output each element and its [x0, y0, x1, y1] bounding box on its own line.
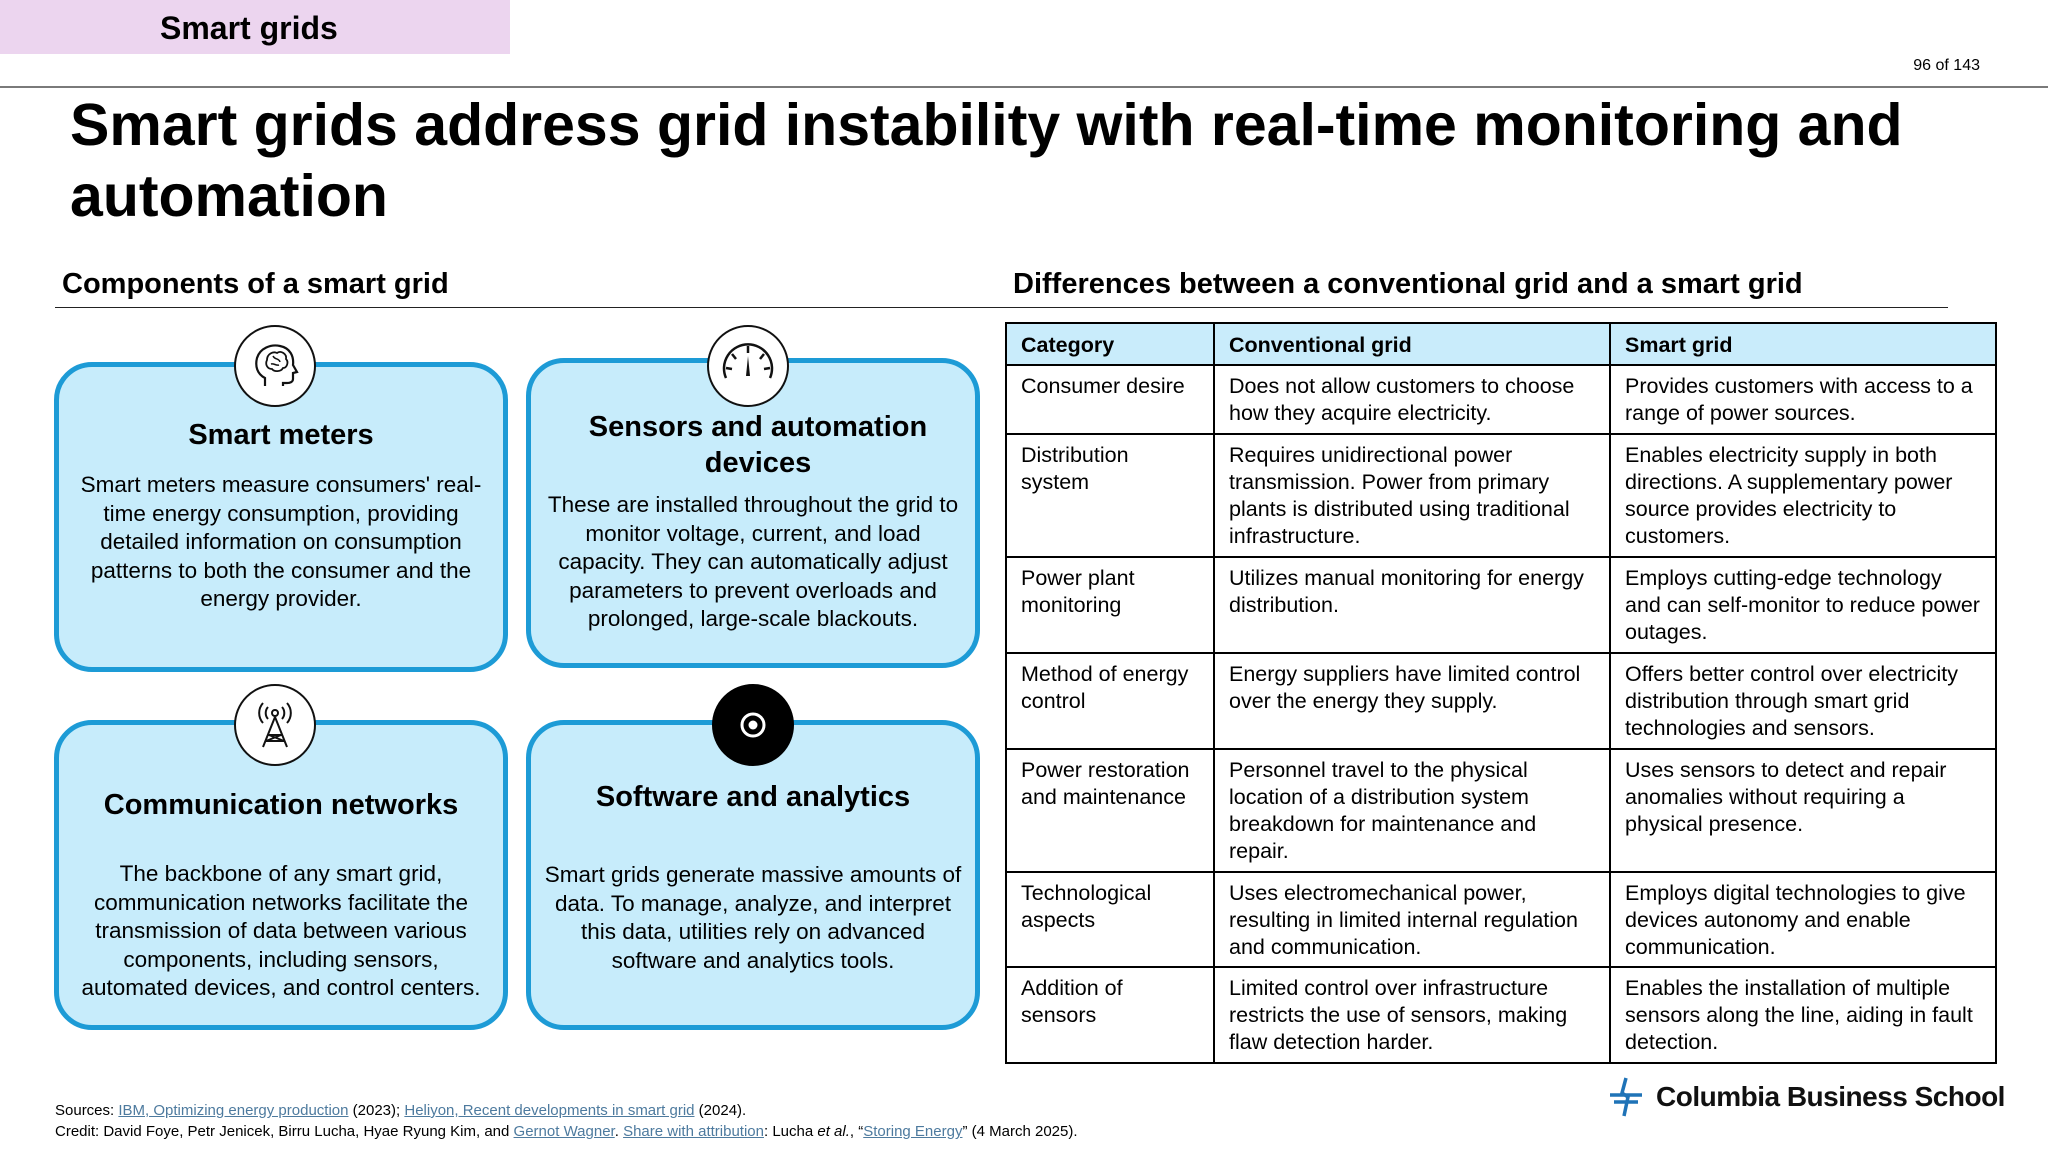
- table-cell: Technological aspects: [1005, 871, 1215, 968]
- table-cell: Power restoration and maintenance: [1005, 748, 1215, 873]
- table-header-row: Category Conventional grid Smart grid: [1005, 322, 1997, 366]
- brain-head-icon: [234, 325, 316, 407]
- source-link-heliyon[interactable]: Heliyon, Recent developments in smart gr…: [404, 1102, 695, 1119]
- page-number: 96 of 143: [1913, 57, 1980, 74]
- column-header: Conventional grid: [1213, 322, 1611, 366]
- table-cell: Limited control over infrastructure rest…: [1213, 966, 1611, 1064]
- sources-credit: Sources: IBM, Optimizing energy producti…: [55, 1100, 1078, 1142]
- slide-title: Smart grids address grid instability wit…: [70, 92, 1903, 229]
- card-communication-networks: Communication networks The backbone of a…: [54, 720, 508, 1030]
- card-body: Smart meters measure consumers' real-tim…: [80, 472, 482, 611]
- share-link[interactable]: Share with attribution: [623, 1123, 764, 1140]
- credit-text: .: [614, 1123, 624, 1140]
- table-cell: Employs digital technologies to give dev…: [1609, 871, 1997, 968]
- source-link-ibm[interactable]: IBM, Optimizing energy production: [118, 1102, 349, 1119]
- table-cell: Provides customers with access to a rang…: [1609, 364, 1997, 435]
- table-cell: Method of energy control: [1005, 652, 1215, 750]
- table-row: Method of energy control Energy supplier…: [1005, 652, 1997, 750]
- comparison-table: Category Conventional grid Smart grid Co…: [1005, 322, 1997, 1064]
- source-year: (2023);: [348, 1102, 405, 1119]
- card-software-analytics: Software and analytics Smart grids gener…: [526, 720, 980, 1030]
- crown-icon: [1610, 1077, 1642, 1117]
- table-cell: Requires unidirectional power transmissi…: [1213, 433, 1611, 558]
- gauge-icon: [707, 325, 789, 407]
- sources-line: Sources: IBM, Optimizing energy producti…: [55, 1100, 1078, 1121]
- credit-line: Credit: David Foye, Petr Jenicek, Birru …: [55, 1121, 1078, 1142]
- differences-heading: Differences between a conventional grid …: [1013, 268, 1803, 300]
- table-cell: Does not allow customers to choose how t…: [1213, 364, 1611, 435]
- table-cell: Employs cutting-edge technology and can …: [1609, 556, 1997, 654]
- table-cell: Enables electricity supply in both direc…: [1609, 433, 1997, 558]
- logo-text: Columbia Business School: [1656, 1081, 2005, 1112]
- table-cell: Uses sensors to detect and repair anomal…: [1609, 748, 1997, 873]
- table-cell: Addition of sensors: [1005, 966, 1215, 1064]
- table-cell: Uses electromechanical power, resulting …: [1213, 871, 1611, 968]
- target-icon: [712, 684, 794, 766]
- table-cell: Personnel travel to the physical locatio…: [1213, 748, 1611, 873]
- card-title: Smart meters: [188, 419, 374, 451]
- components-heading: Components of a smart grid: [62, 268, 449, 300]
- columbia-logo: Columbia Business School: [1604, 1075, 2005, 1119]
- column-header: Smart grid: [1609, 322, 1997, 366]
- storing-energy-link[interactable]: Storing Energy: [863, 1123, 963, 1140]
- credit-text: ” (4 March 2025).: [962, 1123, 1078, 1140]
- credit-text: et al.: [817, 1123, 850, 1140]
- table-row: Technological aspects Uses electromechan…: [1005, 871, 1997, 968]
- table-row: Consumer desire Does not allow customers…: [1005, 364, 1997, 435]
- card-smart-meters: Smart meters Smart meters measure consum…: [54, 362, 508, 672]
- card-body: Smart grids generate massive amounts of …: [544, 862, 962, 973]
- section-tab: Smart grids: [0, 0, 510, 54]
- table-row: Distribution system Requires unidirectio…: [1005, 433, 1997, 558]
- table-cell: Offers better control over electricity d…: [1609, 652, 1997, 750]
- card-title: Sensors and automation devices: [588, 411, 928, 479]
- section-divider: [55, 307, 1948, 308]
- table-cell: Consumer desire: [1005, 364, 1215, 435]
- credit-text: , “: [849, 1123, 864, 1140]
- sources-label: Sources:: [55, 1102, 119, 1119]
- table-cell: Enables the installation of multiple sen…: [1609, 966, 1997, 1064]
- header-divider: [0, 86, 2048, 88]
- table-cell: Power plant monitoring: [1005, 556, 1215, 654]
- card-title: Communication networks: [103, 789, 459, 821]
- column-header: Category: [1005, 322, 1215, 366]
- table-cell: Utilizes manual monitoring for energy di…: [1213, 556, 1611, 654]
- antenna-tower-icon: [234, 684, 316, 766]
- card-sensors-automation: Sensors and automation devices These are…: [526, 358, 980, 668]
- table-row: Power restoration and maintenance Person…: [1005, 748, 1997, 873]
- card-body: These are installed throughout the grid …: [547, 492, 959, 631]
- table-row: Power plant monitoring Utilizes manual m…: [1005, 556, 1997, 654]
- table-row: Addition of sensors Limited control over…: [1005, 966, 1997, 1064]
- credit-text: : Lucha: [763, 1123, 818, 1140]
- card-title: Software and analytics: [595, 781, 911, 813]
- section-tab-label: Smart grids: [160, 10, 338, 46]
- table-cell: Energy suppliers have limited control ov…: [1213, 652, 1611, 750]
- table-cell: Distribution system: [1005, 433, 1215, 558]
- source-year: (2024).: [694, 1102, 747, 1119]
- credit-text: Credit: David Foye, Petr Jenicek, Birru …: [55, 1123, 514, 1140]
- author-link[interactable]: Gernot Wagner: [513, 1123, 615, 1140]
- card-body: The backbone of any smart grid, communic…: [81, 861, 481, 1000]
